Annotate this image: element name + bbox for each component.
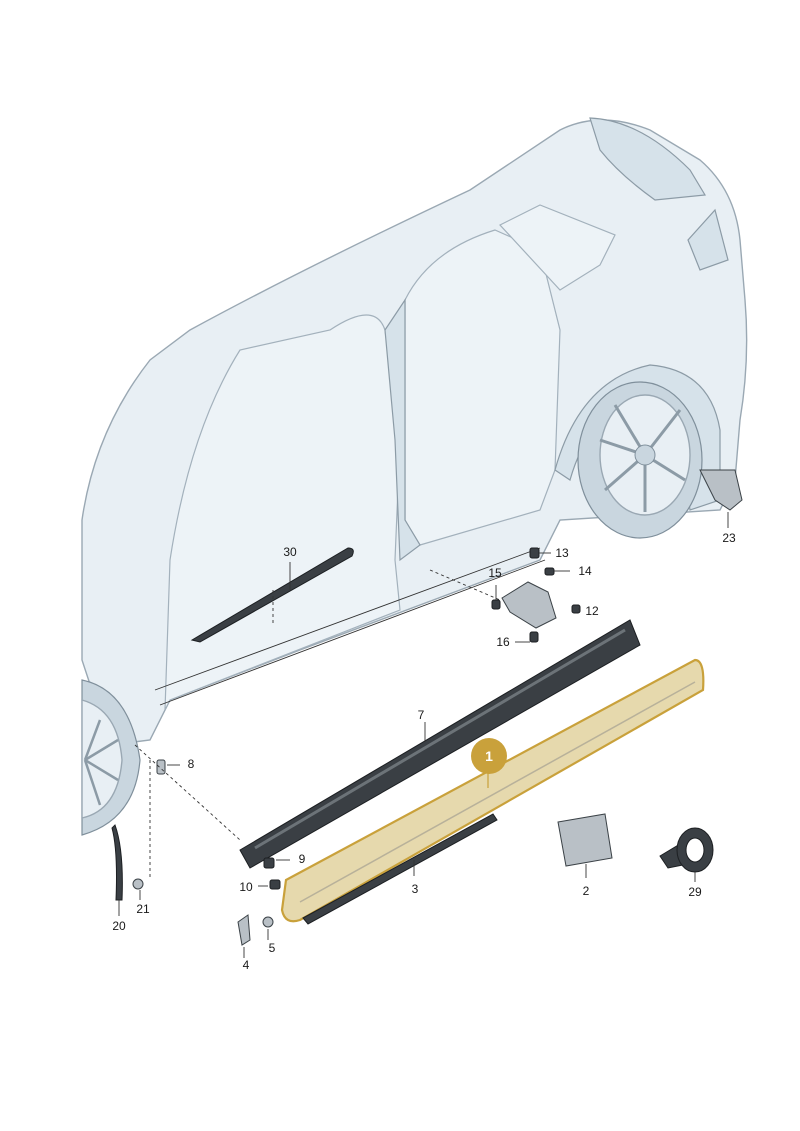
callout-label-10: 10	[239, 880, 253, 894]
highlight-badge: 1	[471, 738, 507, 788]
callout-label-23: 23	[722, 531, 736, 545]
callout-label-16: 16	[496, 635, 510, 649]
callout-label-21: 21	[136, 902, 150, 916]
car-body	[81, 117, 748, 836]
parts-9-10-clips	[258, 857, 290, 890]
callout-label-5: 5	[269, 941, 276, 955]
callout-label-20: 20	[112, 919, 126, 933]
part-3-lower-strip	[302, 813, 498, 925]
part-8-clip	[134, 744, 241, 841]
part-23-mudflap	[699, 469, 743, 528]
callout-label-4: 4	[243, 958, 250, 972]
part-30-door-trim	[190, 547, 354, 643]
callout-label-12: 12	[585, 604, 599, 618]
callout-label-29: 29	[688, 885, 702, 899]
parts-20-21-trim	[111, 760, 151, 916]
part-29-tape-roll	[659, 827, 714, 882]
callout-label-14: 14	[578, 564, 592, 578]
bracket-assembly	[429, 547, 581, 643]
callout-label-7: 7	[418, 708, 425, 722]
callout-label-15: 15	[488, 566, 502, 580]
callout-labels: 30 13 14 15 12 16 23 7 8 9 10 3 2 29 21 20 5 4	[112, 531, 736, 972]
callout-label-9: 9	[299, 852, 306, 866]
badge-circle	[471, 738, 507, 774]
part-7-sill-trim	[239, 619, 641, 869]
part-2-adhesive-pack	[557, 813, 613, 878]
callout-label-2: 2	[583, 884, 590, 898]
parts-4-5-brackets	[237, 914, 274, 958]
part-1-side-skirt-highlighted	[280, 658, 705, 923]
callout-label-8: 8	[188, 757, 195, 771]
callout-label-30: 30	[283, 545, 297, 559]
callout-label-13: 13	[555, 546, 569, 560]
callout-label-3: 3	[412, 882, 419, 896]
badge-label: 1	[485, 748, 493, 764]
